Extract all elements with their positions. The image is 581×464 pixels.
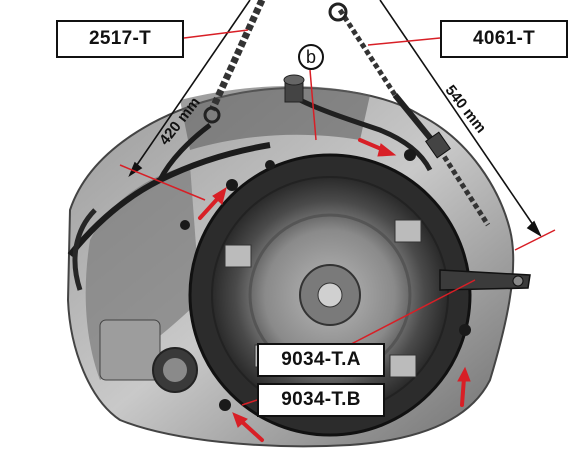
retaining-bar [439, 269, 531, 291]
tool-label-9034-t-b: 9034-T.B [257, 383, 385, 417]
callout-marker-b: b [298, 44, 324, 70]
lifting-chain-right [328, 2, 491, 227]
leader-lines [119, 29, 556, 406]
flange-bolts [180, 149, 471, 411]
dimension-lines [128, 0, 542, 237]
tool-label-2517-t: 2517-T [56, 20, 184, 58]
tool-label-4061-t: 4061-T [440, 20, 568, 58]
lifting-chain-left [203, 0, 266, 124]
tool-label-9034-t-a: 9034-T.A [257, 343, 385, 377]
red-arrows [198, 138, 471, 442]
